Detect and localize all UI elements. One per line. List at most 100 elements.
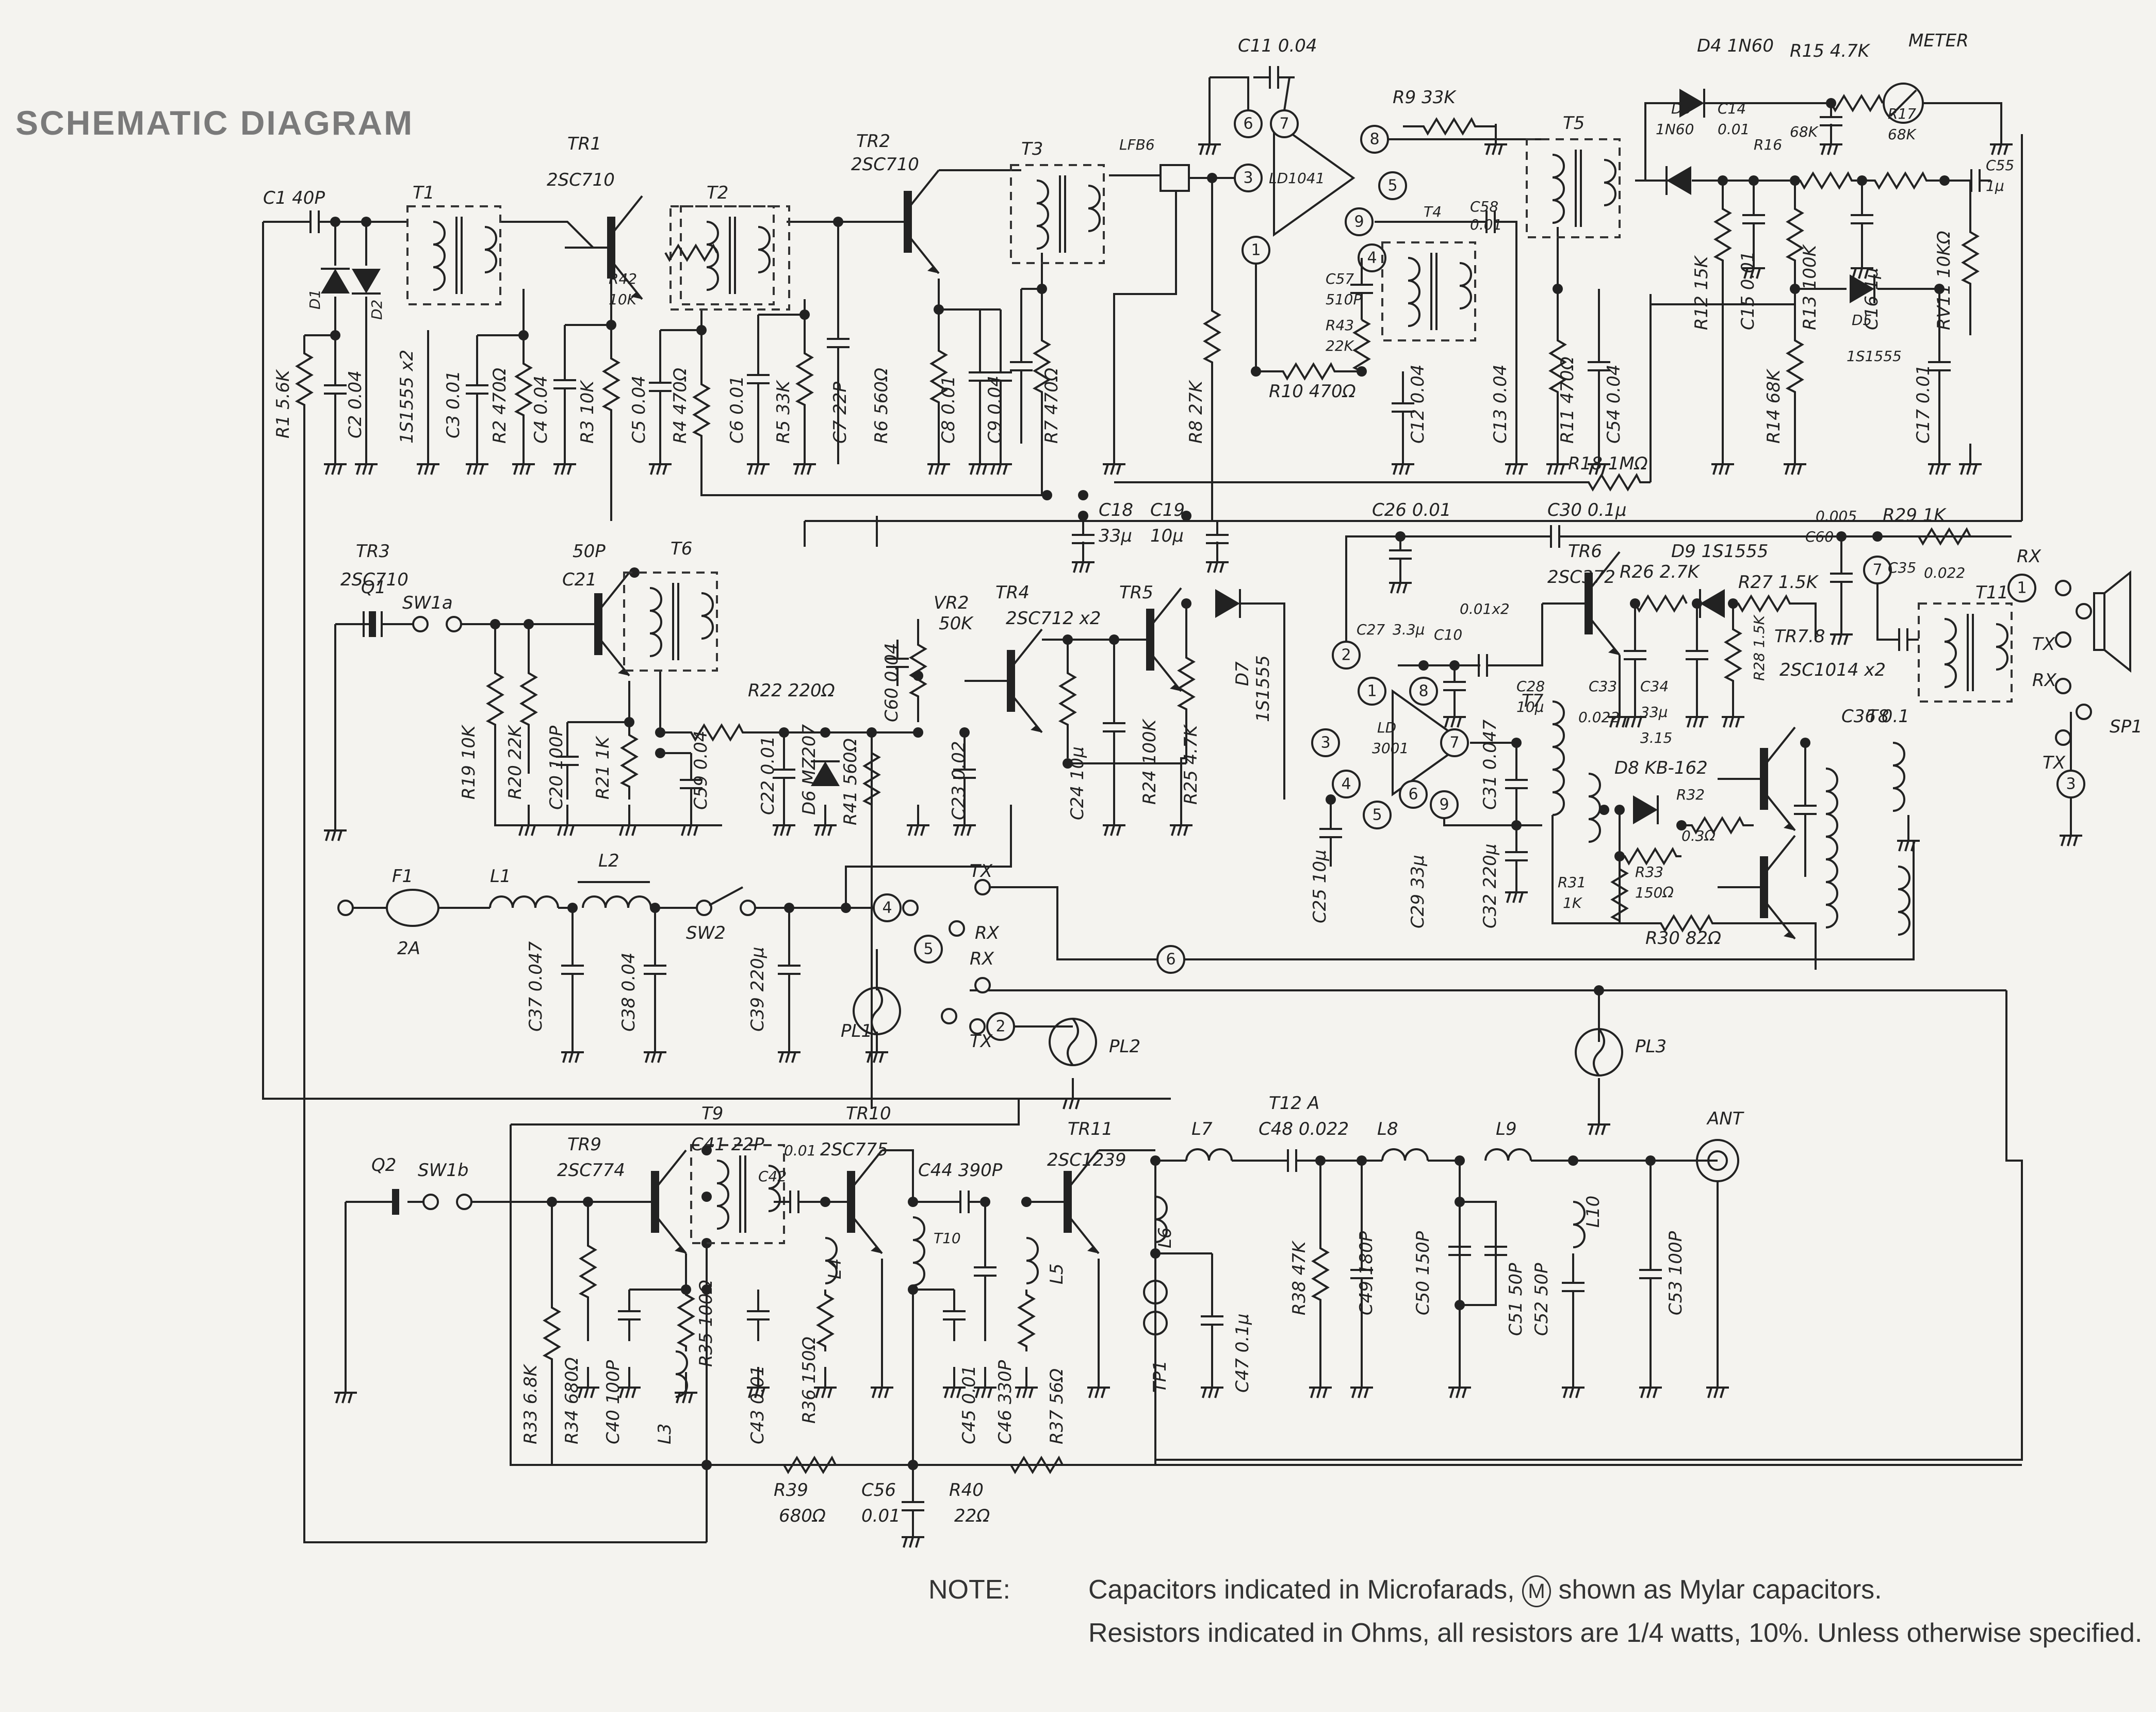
pin-number: 3 (1320, 734, 1330, 752)
ground-hatch (662, 464, 667, 475)
emitter-arrow (1608, 647, 1620, 655)
label-c10: C10 (1434, 626, 1462, 643)
coil (1155, 1196, 1168, 1243)
label-r7: R7 470Ω (1041, 368, 1062, 444)
label-q2: Q2 (371, 1155, 396, 1176)
pin-circle (1360, 125, 1389, 154)
ground-hatch (1735, 716, 1740, 728)
lamp-filament (1593, 1028, 1605, 1077)
ground-icon (517, 805, 540, 836)
label-d7v: 1S1555 (1253, 655, 1273, 722)
emitter-arrow (927, 266, 939, 273)
wire (303, 1099, 707, 1543)
capacitor-icon (1484, 1222, 1507, 1279)
wire (1113, 191, 1177, 464)
label-r6: R6 560Ω (871, 368, 892, 444)
ground-hatch (1364, 1387, 1369, 1398)
resistor-icon (1713, 181, 1732, 289)
wire (511, 1099, 1020, 1126)
inductor-icon (716, 1160, 729, 1230)
resistor-zigzag (795, 315, 814, 444)
note-line2: Resistors indicated in Ohms, all resisto… (1088, 1618, 2143, 1648)
ground-hatch (1110, 464, 1115, 475)
label-tr78p: 2SC1014 x2 (1779, 660, 1886, 680)
label-d3: D3 (1671, 100, 1691, 117)
emitter-arrow (1170, 683, 1181, 691)
ground-hatch (1095, 1387, 1100, 1398)
ground-hatch (975, 1387, 980, 1398)
label-t9: T9 (701, 1103, 723, 1124)
ground-hatch (908, 825, 913, 836)
pin-number: 4 (882, 899, 892, 917)
capacitor-icon (1588, 289, 1610, 444)
label-c41: C41 22P (691, 1134, 764, 1155)
capacitor-icon (1505, 743, 1528, 825)
ground-icon (1015, 1367, 1038, 1398)
ground-icon (747, 444, 770, 475)
resistor-icon (908, 619, 927, 722)
junction-dot (701, 1192, 712, 1202)
ground-hatch (873, 1052, 878, 1063)
resistor-icon (1830, 93, 1884, 112)
capacitor-icon (969, 309, 991, 444)
ground-hatch (786, 825, 791, 836)
coil (1604, 159, 1616, 206)
resistor-icon (578, 1202, 597, 1341)
coil (1408, 257, 1420, 327)
resistor-icon (795, 315, 814, 444)
note: NOTE: Capacitors indicated in Microfarad… (928, 1568, 2146, 1655)
resistor-icon (1785, 289, 1804, 444)
label-r34: R34 680Ω (562, 1357, 582, 1444)
label-l2: L2 (598, 851, 619, 871)
pin-circle-icon: 5 (1363, 801, 1392, 829)
ground-hatch (1485, 144, 1491, 155)
wire (1155, 990, 2023, 1461)
label-c42v: 0.01 (784, 1142, 816, 1159)
ground-hatch (1640, 1387, 1645, 1398)
ground-hatch (325, 464, 330, 475)
inductor-icon (1588, 773, 1601, 843)
transistor-icon (1021, 1149, 1100, 1254)
wire (1506, 221, 1517, 444)
note-line1-end: shown as Mylar capacitors. (1558, 1575, 1882, 1605)
ground-hatch (1966, 464, 1971, 475)
wire (1184, 841, 1915, 960)
ground-hatch (982, 464, 987, 475)
label-c40: C40 100P (603, 1360, 624, 1444)
label-r14: R14 68K (1763, 368, 1784, 444)
pin-circle (1156, 945, 1185, 974)
resistor-icon (1202, 178, 1221, 495)
label-c31: C31 0.047 (1480, 719, 1500, 810)
page-title: SCHEMATIC DIAGRAM (15, 104, 414, 142)
ground-hatch (807, 464, 812, 475)
inductor-icon (489, 895, 559, 908)
transistor-icon (609, 1149, 687, 1254)
coil (1588, 773, 1601, 843)
capacitor-icon (1274, 1149, 1310, 1172)
emitter-arrow (871, 1246, 882, 1253)
ground-icon (324, 444, 347, 475)
ground-hatch (650, 464, 655, 475)
label-r16v: 68K (1790, 123, 1819, 140)
collector (1010, 628, 1043, 669)
ground-hatch (1110, 825, 1115, 836)
ground-hatch (1653, 1387, 1658, 1398)
ground-hatch (1358, 1387, 1363, 1398)
label-r33: R33 (1635, 863, 1663, 881)
ground-icon (778, 1032, 801, 1063)
mylar-symbol-icon: M (1522, 1575, 1551, 1608)
label-c50: C50 150P (1413, 1231, 1433, 1315)
ground-hatch (801, 464, 806, 475)
pin-circle-icon: 7 (1863, 556, 1892, 584)
lamp-filament (871, 987, 883, 1035)
coil (1088, 185, 1101, 232)
shield-box (1381, 241, 1476, 341)
ground-hatch (990, 464, 995, 475)
ground-hatch (879, 1052, 884, 1063)
ground-hatch (760, 1387, 765, 1398)
junction-dot (629, 567, 640, 578)
label-c57v: 510P (1326, 291, 1362, 308)
capacitor-icon (747, 315, 770, 444)
pin-circle-icon: 2 (986, 1012, 1015, 1041)
terminal-icon (2055, 580, 2071, 596)
